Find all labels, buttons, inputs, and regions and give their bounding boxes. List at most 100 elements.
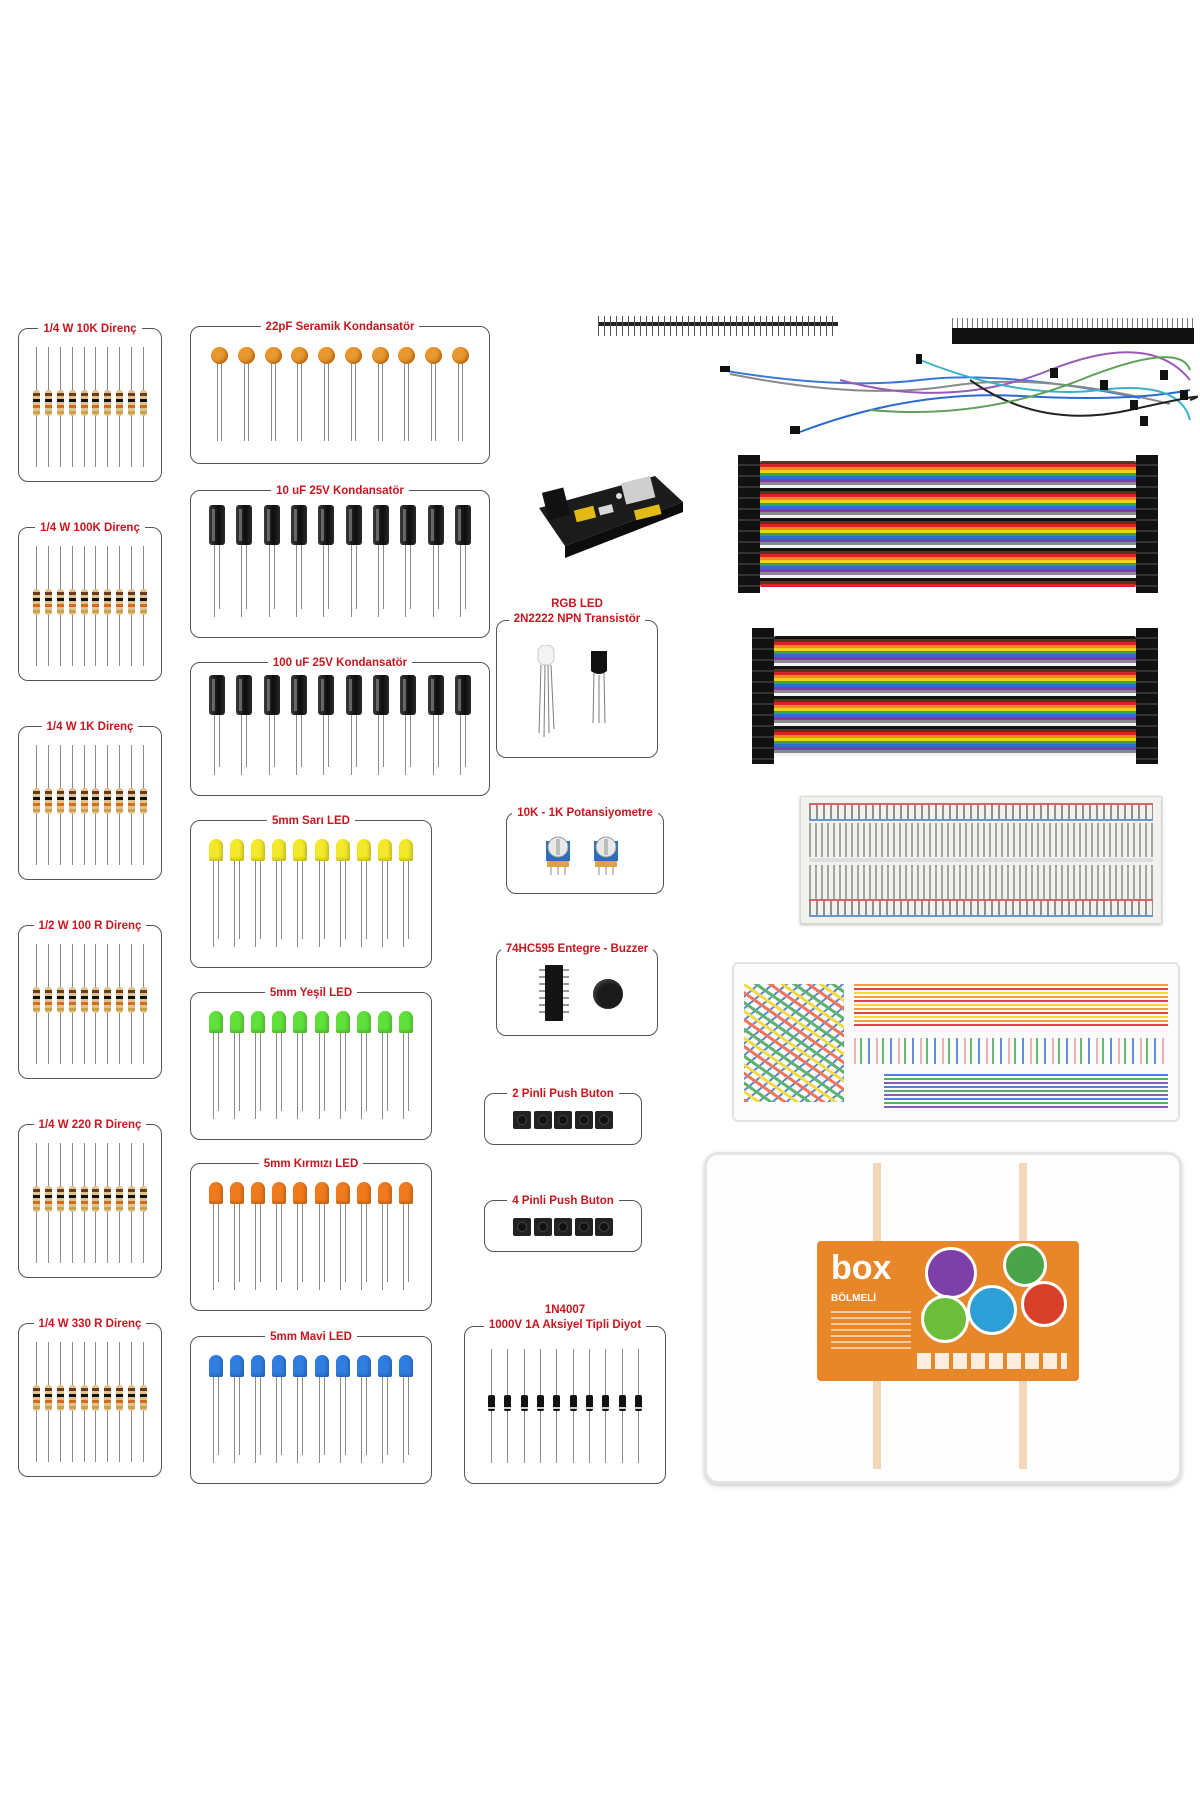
resistor-icon bbox=[33, 546, 40, 666]
breadboard-power-rail-bottom bbox=[809, 899, 1153, 917]
resistor-icon bbox=[128, 347, 135, 467]
led-green-pack: 5mm Yeşil LED bbox=[190, 987, 432, 1140]
electrolytic-capacitor-icon bbox=[209, 675, 225, 775]
resistor-icon bbox=[116, 1143, 124, 1263]
led-icon bbox=[272, 1011, 287, 1119]
push-button-icon bbox=[533, 1111, 552, 1129]
resistor-icon bbox=[92, 546, 100, 666]
resistor-icon bbox=[33, 1342, 40, 1462]
led-icon bbox=[335, 839, 350, 947]
ceramic-capacitor-label: 22pF Seramik Kondansatör bbox=[260, 321, 420, 333]
potentiometer-label: 10K - 1K Potansiyometre bbox=[512, 807, 658, 819]
resistor-330r-label: 1/4 W 330 R Direnç bbox=[33, 1318, 147, 1330]
diode-icon bbox=[503, 1349, 512, 1463]
diode-icon bbox=[487, 1349, 496, 1463]
electrolytic-capacitor-icon bbox=[236, 675, 253, 775]
push-button-icon bbox=[513, 1218, 531, 1236]
resistor-icon bbox=[44, 944, 52, 1064]
resistor-icon bbox=[80, 546, 88, 666]
resistor-icon bbox=[56, 1143, 64, 1263]
led-icon bbox=[356, 839, 371, 947]
resistor-icon bbox=[128, 745, 135, 865]
led-icon bbox=[377, 839, 392, 947]
resistor-icon bbox=[44, 546, 52, 666]
resistor-100r-label: 1/2 W 100 R Direnç bbox=[33, 920, 147, 932]
case-icon-row bbox=[917, 1353, 1067, 1369]
resistor-icon bbox=[92, 944, 100, 1064]
push-button-icon bbox=[533, 1218, 552, 1236]
electrolytic-capacitor-icon bbox=[318, 505, 335, 617]
led-icon bbox=[335, 1011, 350, 1119]
diode-icon bbox=[536, 1349, 545, 1463]
ceramic-capacitor-icon bbox=[237, 347, 255, 441]
resistor-row bbox=[33, 1342, 147, 1462]
case-subtitle: BÖLMELİ bbox=[831, 1293, 876, 1304]
push-button-row bbox=[513, 1111, 613, 1129]
resistor-icon bbox=[68, 1143, 76, 1263]
resistor-icon bbox=[92, 745, 100, 865]
potentiometer-pack: 10K - 1K Potansiyometre bbox=[506, 807, 664, 894]
ribbon-wires bbox=[774, 636, 1136, 756]
push-button-icon bbox=[574, 1111, 593, 1129]
led-green-label: 5mm Yeşil LED bbox=[264, 987, 358, 999]
push-button-icon bbox=[554, 1111, 572, 1129]
electrolytic-capacitor-icon bbox=[345, 675, 362, 775]
diode-part-label: 1N4007 bbox=[544, 1303, 586, 1318]
diode-icon bbox=[520, 1349, 529, 1463]
led-icon bbox=[398, 839, 413, 947]
resistor-icon bbox=[80, 944, 88, 1064]
diode-icon bbox=[601, 1349, 610, 1463]
electrolytic-capacitor-icon bbox=[454, 675, 471, 775]
electrolytic-capacitor-icon bbox=[263, 505, 280, 617]
led-icon bbox=[251, 1355, 266, 1463]
breadboard-photo bbox=[800, 796, 1162, 924]
resistor-icon bbox=[139, 745, 147, 865]
resistor-icon bbox=[128, 944, 135, 1064]
resistor-icon bbox=[128, 1342, 135, 1462]
buzzer-photo bbox=[593, 979, 623, 1009]
resistor-icon bbox=[139, 1342, 147, 1462]
led-row bbox=[209, 1011, 413, 1119]
led-blue-pack: 5mm Mavi LED bbox=[190, 1331, 432, 1484]
led-icon bbox=[293, 1182, 308, 1290]
led-icon bbox=[209, 1355, 223, 1463]
electrolytic-capacitor-icon bbox=[290, 675, 307, 775]
led-icon bbox=[398, 1182, 413, 1290]
electrolytic-capacitor-icon bbox=[318, 675, 335, 775]
ceramic-capacitor-icon bbox=[398, 347, 416, 441]
electrolytic-capacitor-icon bbox=[209, 505, 225, 617]
resistor-icon bbox=[56, 745, 64, 865]
diode-row bbox=[487, 1349, 643, 1463]
led-icon bbox=[251, 1182, 266, 1290]
transistor-photo bbox=[591, 651, 607, 723]
led-icon bbox=[209, 839, 223, 947]
resistor-icon bbox=[80, 745, 88, 865]
electrolytic-capacitor-icon bbox=[236, 505, 253, 617]
resistor-icon bbox=[33, 347, 40, 467]
resistor-icon bbox=[92, 1143, 100, 1263]
led-row bbox=[209, 1182, 413, 1290]
capacitor-100uf-label: 100 uF 25V Kondansatör bbox=[267, 657, 413, 669]
ceramic-capacitor-icon bbox=[425, 347, 443, 441]
resistor-icon bbox=[128, 546, 135, 666]
case-label-card: box BÖLMELİ bbox=[817, 1241, 1079, 1381]
electrolytic-capacitor-icon bbox=[427, 505, 444, 617]
ribbon-connectors-left bbox=[752, 628, 774, 764]
resistor-icon bbox=[104, 347, 112, 467]
resistor-icon bbox=[33, 1143, 40, 1263]
breadboard-power-rail-top bbox=[809, 803, 1153, 821]
case-circle-5 bbox=[1021, 1281, 1067, 1327]
led-icon bbox=[314, 1182, 329, 1290]
electrolytic-capacitor-icon bbox=[427, 675, 444, 775]
led-icon bbox=[272, 839, 287, 947]
ic-buzzer-label: 74HC595 Entegre - Buzzer bbox=[500, 943, 654, 955]
ceramic-capacitor-icon bbox=[318, 347, 336, 441]
led-row bbox=[209, 839, 413, 947]
capacitor-10uf-pack: 10 uF 25V Kondansatör bbox=[190, 485, 490, 638]
led-icon bbox=[314, 839, 329, 947]
led-icon bbox=[377, 1011, 392, 1119]
led-row bbox=[209, 1355, 413, 1463]
